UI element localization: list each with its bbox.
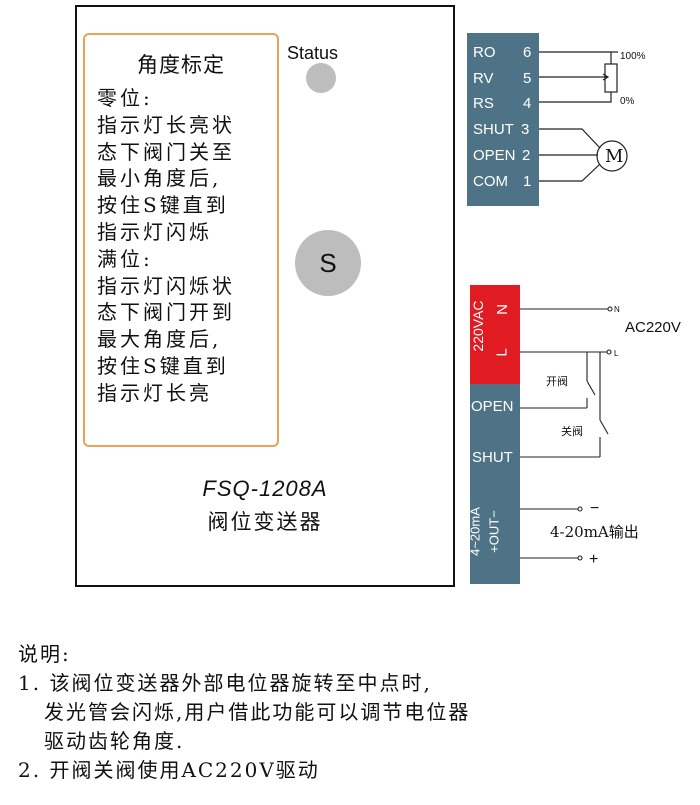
- shut-switch-icon: [599, 419, 609, 435]
- wire-rs: [539, 92, 612, 103]
- model-number: FSQ-1208A: [202, 476, 328, 501]
- status-label: Status: [287, 43, 339, 63]
- calibration-line: 最大角度后,: [97, 327, 222, 352]
- calibration-line: 指示灯长亮: [97, 380, 212, 405]
- l-label: L: [493, 348, 511, 357]
- wire-shut: [539, 128, 601, 149]
- s-button-label: S: [319, 247, 337, 278]
- pot-top-label: 100%: [620, 51, 646, 62]
- wire-com: [539, 163, 601, 182]
- calibration-line: 态下阀门关至: [97, 139, 235, 164]
- calibration-line: 指示灯闪烁: [97, 219, 212, 244]
- terminal-name: OPEN: [473, 147, 516, 164]
- out-minus-label: −: [590, 500, 599, 517]
- note-line: 2. 开阀关阀使用AC220V驱动: [18, 758, 320, 782]
- open-switch-icon: [586, 380, 596, 396]
- potentiometer-icon: [604, 63, 618, 93]
- shut-switch-label: 关阀: [561, 424, 583, 438]
- calibration-line: 指示灯闪烁状: [97, 273, 235, 298]
- l-small-label: L: [614, 349, 619, 358]
- power-terminal-block: 220VAC N L: [470, 285, 520, 384]
- terminal-name: RS: [473, 95, 494, 112]
- n-small-label: N: [614, 305, 620, 314]
- device-enclosure: [75, 5, 455, 587]
- output-label: 4-20mA输出: [550, 523, 639, 541]
- ma-label: 4~20mA: [467, 507, 483, 556]
- terminal-number: 2: [522, 147, 531, 164]
- terminal-number: 6: [523, 44, 532, 61]
- ac220v-label: AC220V: [625, 319, 681, 336]
- notes-section: 说明: 1. 该阀位变送器外部电位器旋转至中点时, 发光管会闪烁,用户借此功能可…: [18, 640, 470, 785]
- calibration-line: 最小角度后,: [97, 166, 222, 191]
- shut-terminal-label: SHUT: [472, 449, 513, 466]
- note-line: 1. 该阀位变送器外部电位器旋转至中点时,: [18, 671, 432, 695]
- note-line: 发光管会闪烁,用户借此功能可以调节电位器: [44, 700, 471, 724]
- n-label: N: [493, 304, 511, 315]
- vac-label: 220VAC: [470, 300, 486, 352]
- motor-label: M: [605, 146, 623, 167]
- out-plus-label: +: [589, 551, 598, 568]
- status-led-icon: [306, 63, 336, 93]
- motor-icon: [596, 140, 628, 172]
- calibration-title: 角度标定: [137, 53, 225, 77]
- terminal-name: RV: [473, 70, 494, 87]
- s-button[interactable]: S: [295, 230, 361, 296]
- calibration-line: 按住S键直到: [97, 193, 229, 218]
- pot-bottom-label: 0%: [620, 96, 635, 107]
- calibration-line: 按住S键直到: [97, 353, 229, 378]
- terminal-name: COM: [473, 173, 508, 190]
- calibration-line: 指示灯长亮状: [97, 112, 235, 137]
- calibration-lines: 零位: 指示灯长亮状 态下阀门关至 最小角度后, 按住S键直到 指示灯闪烁 满位…: [97, 85, 235, 407]
- terminal-number: 5: [523, 70, 532, 87]
- calibration-box: 角度标定 零位: 指示灯长亮状 态下阀门关至 最小角度后, 按住S键直到 指示灯…: [83, 33, 279, 447]
- terminal-name: RO: [473, 44, 496, 61]
- terminal-number: 3: [521, 121, 530, 138]
- terminal-number: 1: [523, 173, 532, 190]
- calibration-line: 零位:: [97, 86, 153, 110]
- calibration-line: 满位:: [97, 246, 153, 271]
- open-switch-label: 开阀: [546, 374, 568, 388]
- calibration-line: 态下阀门开到: [97, 300, 235, 325]
- terminal-number: 4: [523, 95, 532, 112]
- terminal-name: SHUT: [473, 121, 514, 138]
- notes-heading: 说明:: [18, 642, 71, 666]
- note-line: 驱动齿轮角度.: [44, 729, 185, 753]
- open-terminal-label: OPEN: [471, 398, 514, 415]
- signal-terminal-block: OPEN SHUT 4~20mA +OUT−: [467, 384, 520, 584]
- terminal-block-top: RO 6 RV 5 RS 4 SHUT 3 OPEN 2 COM 1: [467, 33, 539, 206]
- device-name: 阀位变送器: [207, 510, 323, 534]
- wire-ro: [539, 51, 612, 64]
- out-label: +OUT−: [486, 510, 502, 553]
